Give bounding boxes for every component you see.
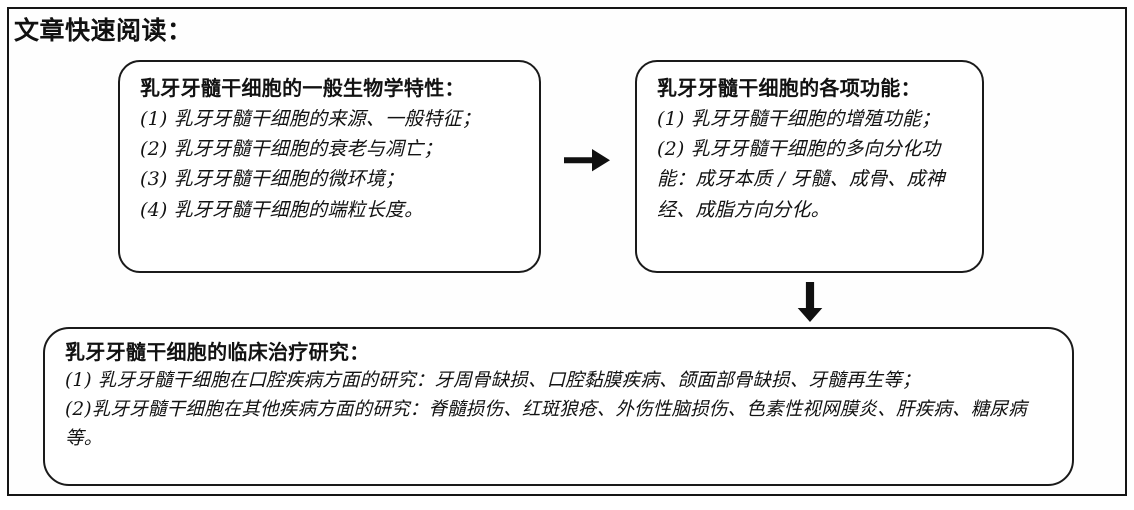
node-box-clinical: 乳牙牙髓干细胞的临床治疗研究： (1) 乳牙牙髓干细胞在口腔疾病方面的研究：牙周… bbox=[43, 327, 1074, 486]
node-heading-biology: 乳牙牙髓干细胞的一般生物学特性： bbox=[140, 76, 465, 100]
node-line: (1) 乳牙牙髓干细胞在口腔疾病方面的研究：牙周骨缺损、口腔黏膜疾病、颌面部骨缺… bbox=[65, 369, 921, 391]
arrow-down-icon bbox=[790, 280, 830, 324]
node-heading-clinical: 乳牙牙髓干细胞的临床治疗研究： bbox=[65, 340, 370, 364]
node-line-list-function: (1) 乳牙牙髓干细胞的增殖功能； (2) 乳牙牙髓干细胞的多向分化功能：成牙本… bbox=[657, 104, 968, 226]
node-content-biology: 乳牙牙髓干细胞的一般生物学特性： (1) 乳牙牙髓干细胞的来源、一般特征； (2… bbox=[140, 75, 525, 225]
node-heading-function: 乳牙牙髓干细胞的各项功能： bbox=[657, 76, 921, 100]
node-line: (4) 乳牙牙髓干细胞的端粒长度。 bbox=[140, 198, 424, 221]
figure-title: 文章快速阅读： bbox=[14, 16, 193, 45]
node-line: (2)乳牙牙髓干细胞在其他疾病方面的研究：脊髓损伤、红斑狼疮、外伤性脑损伤、色素… bbox=[65, 398, 1027, 449]
node-line-list-biology: (1) 乳牙牙髓干细胞的来源、一般特征； (2) 乳牙牙髓干细胞的衰老与凋亡； … bbox=[140, 104, 525, 226]
node-box-function: 乳牙牙髓干细胞的各项功能： (1) 乳牙牙髓干细胞的增殖功能； (2) 乳牙牙髓… bbox=[635, 60, 984, 273]
node-line: (3) 乳牙牙髓干细胞的微环境； bbox=[140, 168, 405, 191]
arrow-right-icon bbox=[560, 140, 616, 180]
node-box-biology: 乳牙牙髓干细胞的一般生物学特性： (1) 乳牙牙髓干细胞的来源、一般特征； (2… bbox=[118, 60, 541, 273]
node-line: (1) 乳牙牙髓干细胞的增殖功能； bbox=[657, 107, 941, 130]
node-content-function: 乳牙牙髓干细胞的各项功能： (1) 乳牙牙髓干细胞的增殖功能； (2) 乳牙牙髓… bbox=[657, 75, 968, 225]
node-line-list-clinical: (1) 乳牙牙髓干细胞在口腔疾病方面的研究：牙周骨缺损、口腔黏膜疾病、颌面部骨缺… bbox=[65, 367, 1056, 454]
node-line: (2) 乳牙牙髓干细胞的衰老与凋亡； bbox=[140, 137, 443, 160]
node-content-clinical: 乳牙牙髓干细胞的临床治疗研究： (1) 乳牙牙髓干细胞在口腔疾病方面的研究：牙周… bbox=[65, 339, 1056, 453]
node-line: (1) 乳牙牙髓干细胞的来源、一般特征； bbox=[140, 107, 481, 130]
node-line: (2) 乳牙牙髓干细胞的多向分化功能：成牙本质 / 牙髓、成骨、成神经、成脂方向… bbox=[657, 137, 945, 221]
